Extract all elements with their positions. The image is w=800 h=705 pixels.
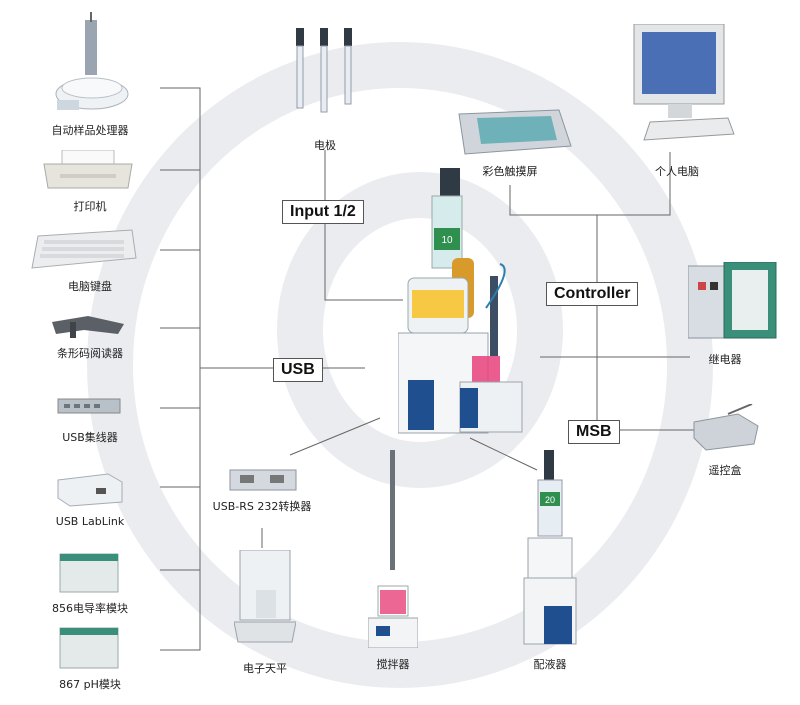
hub-msb: MSB	[568, 420, 620, 444]
stirrer-image	[368, 450, 418, 648]
pc-image	[633, 24, 735, 141]
titrator-main-unit-image: 10	[398, 168, 523, 434]
remote-box-label: 遥控盒	[708, 464, 742, 477]
printer-image	[43, 150, 133, 189]
usb-hub-image	[57, 398, 121, 414]
balance-image	[234, 550, 296, 643]
hub-controller: Controller	[546, 282, 639, 306]
bottle-label-left: 10	[441, 235, 453, 246]
electrodes-label: 电极	[314, 139, 336, 152]
sample-processor-label: 自动样品处理器	[51, 124, 129, 137]
usb-lablink-label: USB LabLink	[55, 515, 125, 528]
conductivity-module-label: 856电导率模块	[52, 602, 128, 615]
barcode-reader-image	[52, 316, 124, 338]
remote-box-image	[693, 404, 759, 451]
usb-hub-label: USB集线器	[62, 431, 118, 444]
relay-label: 继电器	[708, 353, 742, 366]
sample-processor-image	[55, 12, 129, 110]
hub-usb: USB	[273, 358, 323, 382]
barcode-reader-label: 条形码阅读器	[57, 347, 123, 360]
electrodes-image	[296, 28, 352, 113]
pc-label: 个人电脑	[655, 165, 699, 178]
usb-rs232-image	[229, 469, 297, 491]
dosino-bottle-label: 20	[545, 495, 555, 505]
dosino-image: 20	[523, 450, 577, 645]
relay-image	[688, 262, 777, 339]
usb-rs232-label: USB-RS 232转换器	[212, 500, 312, 513]
ph-module-image	[59, 627, 119, 669]
balance-label: 电子天平	[243, 662, 287, 675]
usb-lablink-image	[57, 473, 123, 507]
keyboard-label: 电脑键盘	[68, 280, 112, 293]
keyboard-image	[31, 229, 137, 269]
printer-label: 打印机	[73, 200, 107, 213]
stirrer-label: 搅拌器	[376, 658, 410, 671]
hub-input: Input 1/2	[282, 200, 364, 224]
touch-screen-label: 彩色触摸屏	[482, 165, 538, 178]
conductivity-module-image	[59, 553, 119, 593]
at-sign-watermark	[87, 42, 713, 688]
dosino-label: 配液器	[533, 658, 567, 671]
touch-screen-image	[458, 109, 572, 155]
ph-module-label: 867 pH模块	[59, 678, 121, 691]
